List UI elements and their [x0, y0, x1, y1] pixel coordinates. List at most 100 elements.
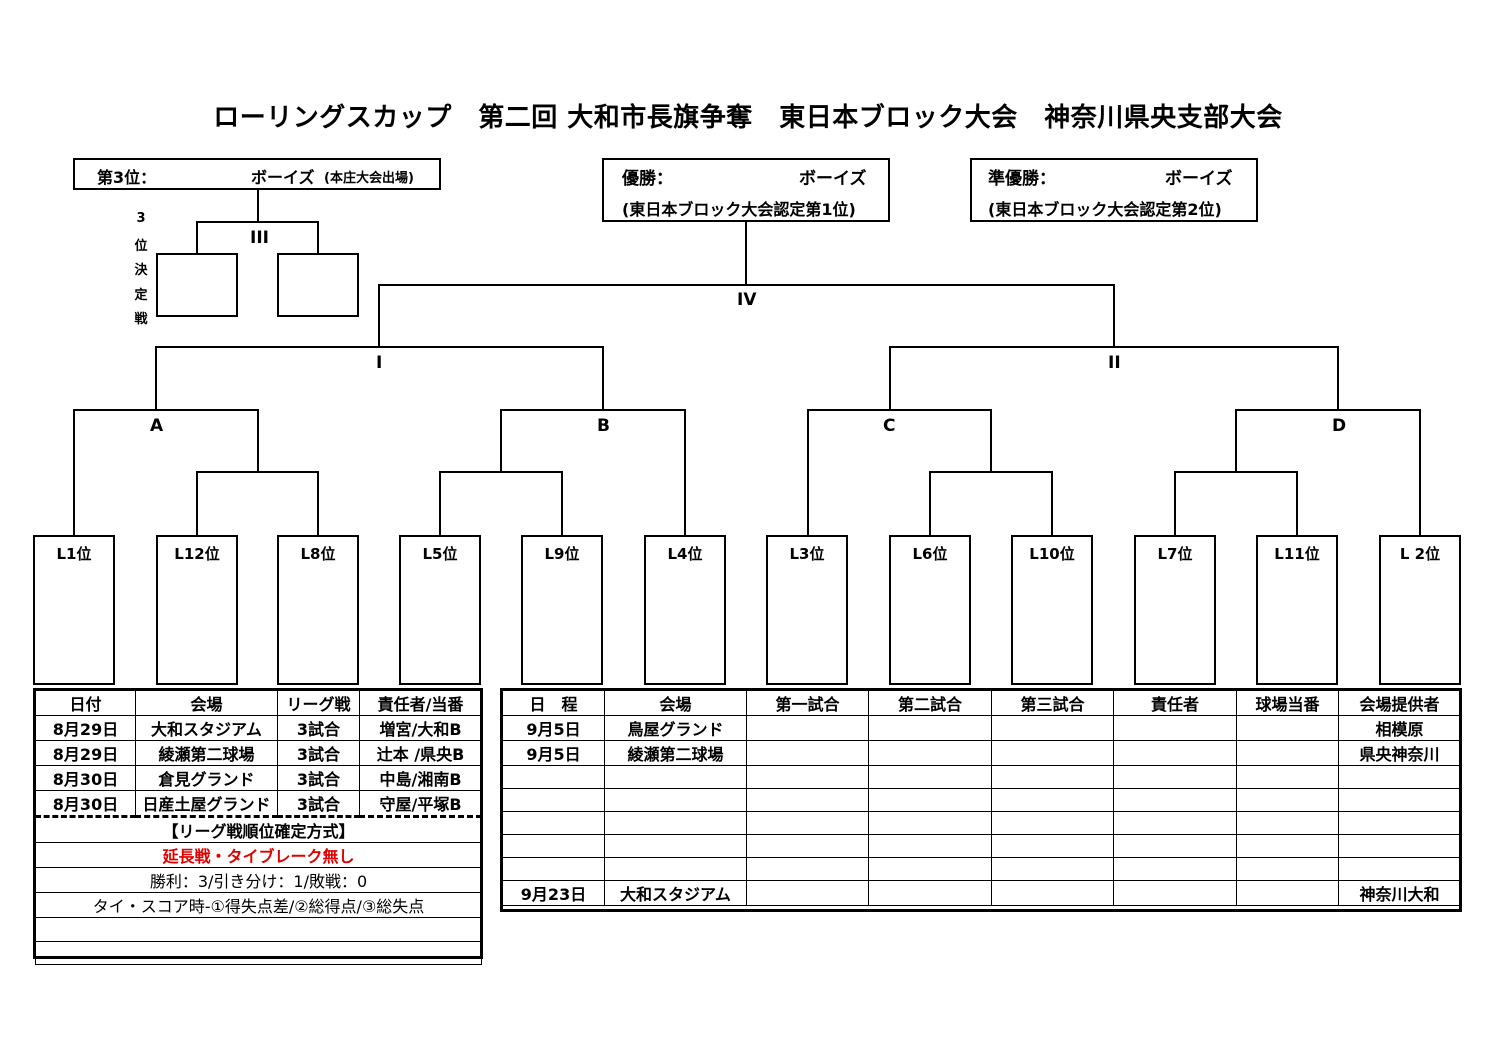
schedule-cell [746, 715, 869, 741]
table-row [502, 834, 1461, 858]
slot-l12: L12位 [156, 535, 238, 685]
schedule-cell [502, 788, 605, 812]
slot-label: L7位 [1157, 545, 1193, 563]
schedule-cell [1113, 740, 1237, 766]
schedule-cell [1338, 811, 1461, 835]
schedule-cell [502, 811, 605, 835]
schedule-cell [1113, 765, 1237, 789]
schedule-cell [1113, 834, 1237, 858]
slot-l11: L11位 [1256, 535, 1338, 685]
schedule-cell [1113, 715, 1237, 741]
slot-l8: L8位 [277, 535, 359, 685]
rules-tiebreak: タイ・スコア時-①得失点差/②総得点/③総失点 [35, 892, 482, 918]
schedule-cell [502, 857, 605, 881]
schedule-cell [502, 765, 605, 789]
schedule-cell [604, 857, 747, 881]
schedule-cell [991, 765, 1114, 789]
schedule-cell [1236, 765, 1339, 789]
schedule-cell [1236, 880, 1339, 906]
schedule-cell [746, 857, 869, 881]
schedule-cell [746, 811, 869, 835]
schedule-cell [991, 880, 1114, 906]
schedule-cell [1236, 788, 1339, 812]
third-place-vertical-label-5: 戦 [134, 312, 148, 327]
table-row: 8月30日 日産土屋グランド 3試合 守屋/平塚B [35, 790, 482, 817]
schedule-cell [991, 811, 1114, 835]
winner-box: 優勝： ボーイズ (東日本ブロック大会認定第1位) [602, 158, 890, 222]
schedule-provider: 神奈川大和 [1338, 880, 1461, 906]
table-row: 9月23日 大和スタジアム 神奈川大和 [502, 880, 1461, 906]
table-row [35, 917, 482, 942]
runner-up-note: (東日本ブロック大会認定第2位) [988, 200, 1222, 219]
league-games: 3試合 [277, 790, 360, 817]
winner-note: (東日本ブロック大会認定第1位) [622, 200, 856, 219]
schedule-cell [868, 740, 992, 766]
schedule-cell [604, 788, 747, 812]
rules-no-extra-innings: 延長戦・タイブレーク無し [35, 842, 482, 868]
table-row: 9月5日 綾瀬第二球場 県央神奈川 [502, 740, 1461, 766]
rules-title-row: 【リーグ戦順位確定方式】 [35, 815, 482, 843]
table-row: 9月5日 鳥屋グランド 相模原 [502, 715, 1461, 741]
winner-team: ボーイズ [799, 169, 867, 189]
schedule-cell [868, 715, 992, 741]
winner-label: 優勝： [622, 169, 673, 189]
slot-label: L12位 [174, 545, 220, 563]
third-place-label: 第3位： [97, 168, 157, 187]
slot-label: L9位 [544, 545, 580, 563]
schedule-cell [1113, 811, 1237, 835]
rules-tie-row: タイ・スコア時-①得失点差/②総得点/③総失点 [35, 892, 482, 918]
schedule-cell [1113, 857, 1237, 881]
slot-l1: L1位 [33, 535, 115, 685]
slot-label: L1位 [56, 545, 92, 563]
slot-label: L 2位 [1399, 545, 1441, 563]
schedule-cell [746, 788, 869, 812]
schedule-cell [1113, 880, 1237, 906]
table-row [502, 857, 1461, 881]
schedule-provider: 相模原 [1338, 715, 1461, 741]
table-row [502, 765, 1461, 789]
third-place-box: 第3位： ボーイズ (本庄大会出場) [73, 158, 441, 190]
table-row [35, 940, 482, 965]
schedule-cell [746, 834, 869, 858]
slot-label: L3位 [789, 545, 825, 563]
schedule-cell [868, 765, 992, 789]
slot-l2: L 2位 [1379, 535, 1461, 685]
slot-label: L10位 [1029, 545, 1075, 563]
league-games: 3試合 [277, 765, 360, 791]
schedule-cell [868, 880, 992, 906]
schedule-cell [746, 765, 869, 789]
schedule-cell [868, 857, 992, 881]
league-header-row: 日付 会場 リーグ戦 責任者/当番 [35, 690, 482, 716]
slot-label: L8位 [300, 545, 336, 563]
league-date: 8月30日 [35, 765, 136, 791]
schedule-cell [604, 834, 747, 858]
schedule-cell [991, 788, 1114, 812]
schedule-cell [1338, 834, 1461, 858]
schedule-header-venue: 会場 [604, 690, 747, 716]
league-venue: 倉見グランド [135, 765, 278, 791]
slot-l3: L3位 [766, 535, 848, 685]
schedule-cell [1113, 788, 1237, 812]
schedule-header-game2: 第二試合 [868, 690, 992, 716]
schedule-venue: 綾瀬第二球場 [604, 740, 747, 766]
slot-l9: L9位 [521, 535, 603, 685]
slot-l10: L10位 [1011, 535, 1093, 685]
slot-l5: L5位 [399, 535, 481, 685]
third-place-vertical-label-2: 位 [134, 239, 148, 254]
schedule-cell [604, 765, 747, 789]
empty-cell [35, 917, 482, 942]
third-place-team: ボーイズ [251, 168, 315, 187]
schedule-venue: 大和スタジアム [604, 880, 747, 906]
league-table: 日付 会場 リーグ戦 責任者/当番 8月29日 大和スタジアム 3試合 増宮/大… [35, 690, 482, 965]
round-label-a: A [150, 416, 164, 436]
schedule-cell [1236, 811, 1339, 835]
schedule-date: 9月23日 [502, 880, 605, 906]
league-header-staff: 責任者/当番 [359, 690, 482, 716]
runner-up-box: 準優勝： ボーイズ (東日本ブロック大会認定第2位) [970, 158, 1258, 222]
runner-up-team: ボーイズ [1165, 169, 1233, 189]
league-header-date: 日付 [35, 690, 136, 716]
table-row: 8月30日 倉見グランド 3試合 中島/湘南B [35, 765, 482, 791]
slot-l6: L6位 [889, 535, 971, 685]
runner-up-label: 準優勝： [988, 169, 1056, 189]
